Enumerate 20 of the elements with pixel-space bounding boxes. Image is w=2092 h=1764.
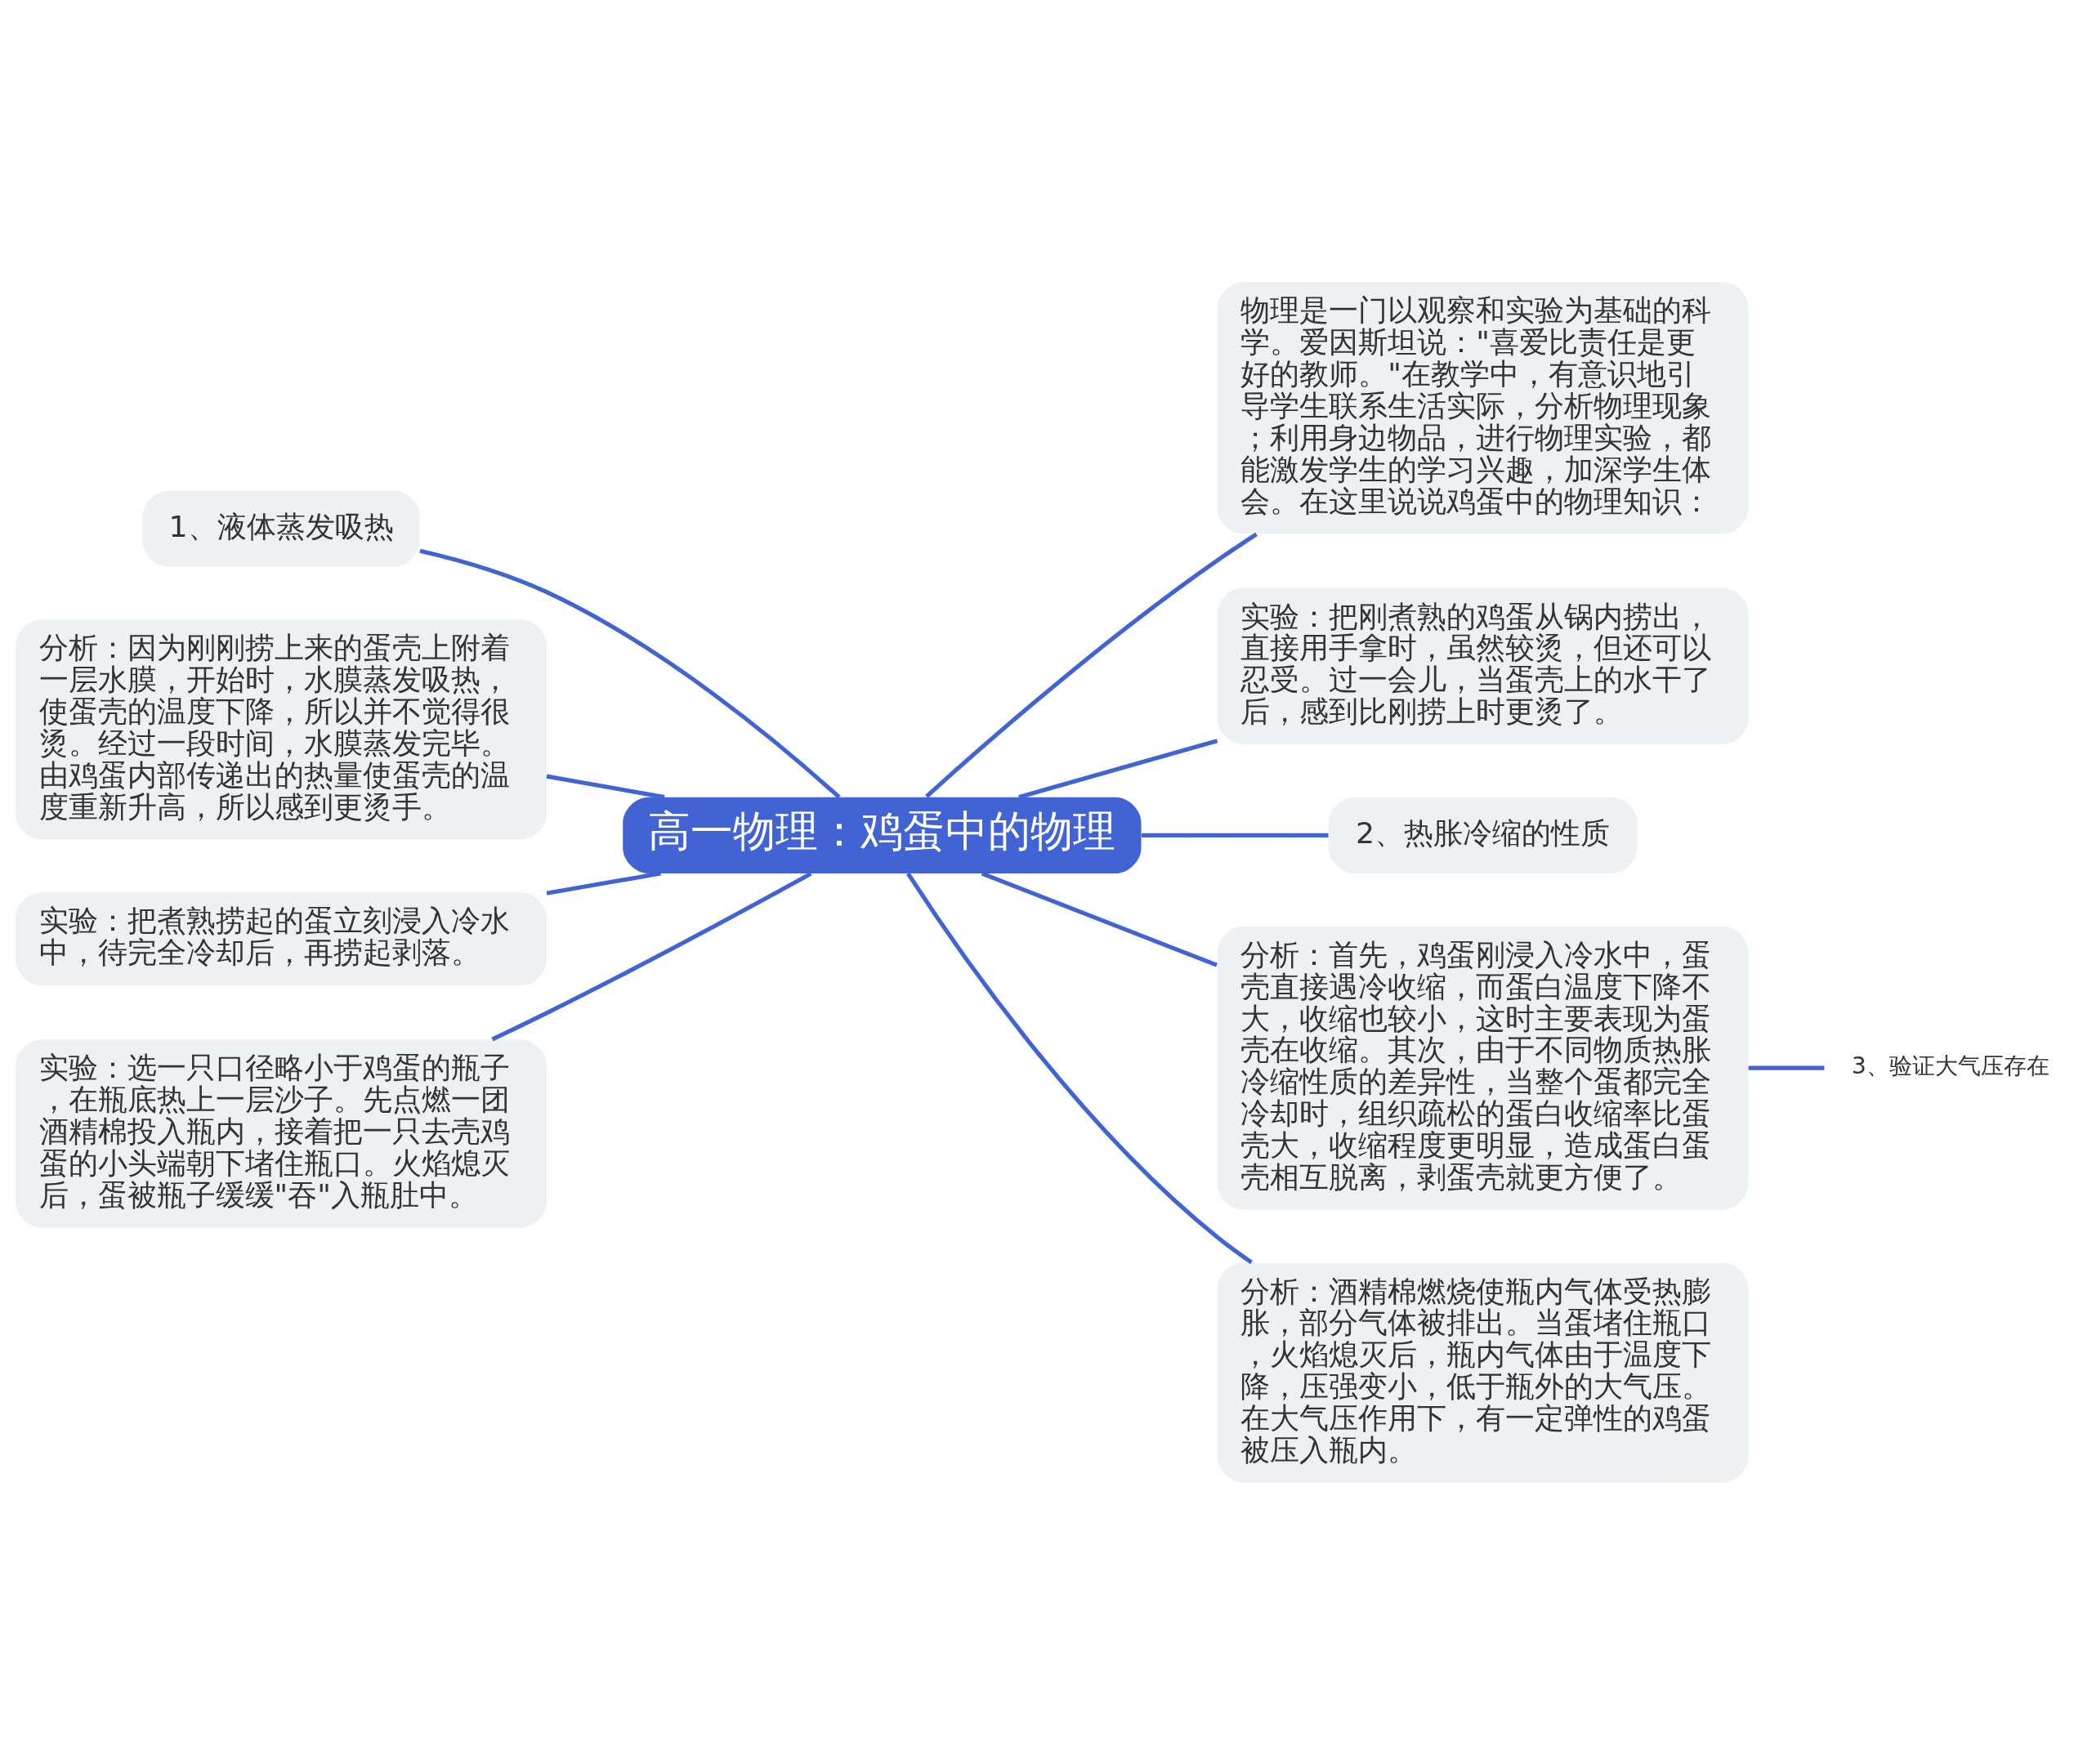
node-box: 物理是一门以观察和实验为基础的科学。爱因斯坦说："喜爱比责任是更好的教师。"在教学中，有意识地引导学生联系生活实际，分析物理现象；利用身边物品，进行物理实验，都能激发学生的学习兴趣，加深学生体会。在这里说说鸡蛋中的物理知识： xyxy=(1217,281,1749,534)
connector xyxy=(546,774,665,799)
connector xyxy=(419,548,841,799)
node-text: 3、验证大气压存在 xyxy=(1851,1052,2050,1079)
connector xyxy=(491,871,812,1041)
connector xyxy=(1141,833,1329,837)
connector xyxy=(925,532,1258,798)
node-box: 实验：把煮熟捞起的蛋立刻浸入冷水中，待完全冷却后，再捞起剥落。 xyxy=(16,891,547,985)
node-box: 实验：选一只口径略小于鸡蛋的瓶子，在瓶底热上一层沙子。先点燃一团酒精棉投入瓶内，接着把一只去壳鸡蛋的小头端朝下堵住瓶口。火焰熄灭后，蛋被瓶子缓缓"吞"入瓶肚中。 xyxy=(16,1038,547,1228)
node-box: 分析：酒精棉燃烧使瓶内气体受热膨胀，部分气体被排出。当蛋堵住瓶口，火焰熄灭后，瓶内气体由于温度下降，压强变小，低于瓶外的大气压。在大气压作用下，有一定弹性的鸡蛋被压入瓶内。 xyxy=(1217,1262,1749,1483)
node-box: 分析：首先，鸡蛋刚浸入冷水中，蛋壳直接遇冷收缩，而蛋白温度下降不大，收缩也较小，这时主要表现为蛋壳在收缩。其次，由于不同物质热胀冷缩性质的差异性，当整个蛋都完全冷却时，组织疏松的蛋白收缩率比蛋壳大，收缩程度更明显，造成蛋白蛋壳相互脱离，剥蛋壳就更方便了。 xyxy=(1217,926,1749,1210)
node-box: 高一物理：鸡蛋中的物理 xyxy=(623,797,1142,873)
connector xyxy=(1018,738,1218,799)
connector xyxy=(1748,1065,1825,1070)
node-box: 1、液体蒸发吸热 xyxy=(142,489,420,567)
node-box: 实验：把刚煮熟的鸡蛋从锅内捞出，直接用手拿时，虽然较烫，但还可以忍受。过一会儿，当蛋壳上的水干了后，感到比刚捞上时更烫了。 xyxy=(1217,587,1749,744)
connector xyxy=(906,872,1253,1264)
node-box: 分析：因为刚刚捞上来的蛋壳上附着一层水膜，开始时，水膜蒸发吸热，使蛋壳的温度下降，所以并不觉得很烫。经过一段时间，水膜蒸发完毕。由鸡蛋内部传递出的热量使蛋壳的温度重新升高，所以感到更烫手。 xyxy=(16,619,547,840)
node-box: 2、热胀冷缩的性质 xyxy=(1328,797,1638,873)
connector xyxy=(981,871,1218,967)
